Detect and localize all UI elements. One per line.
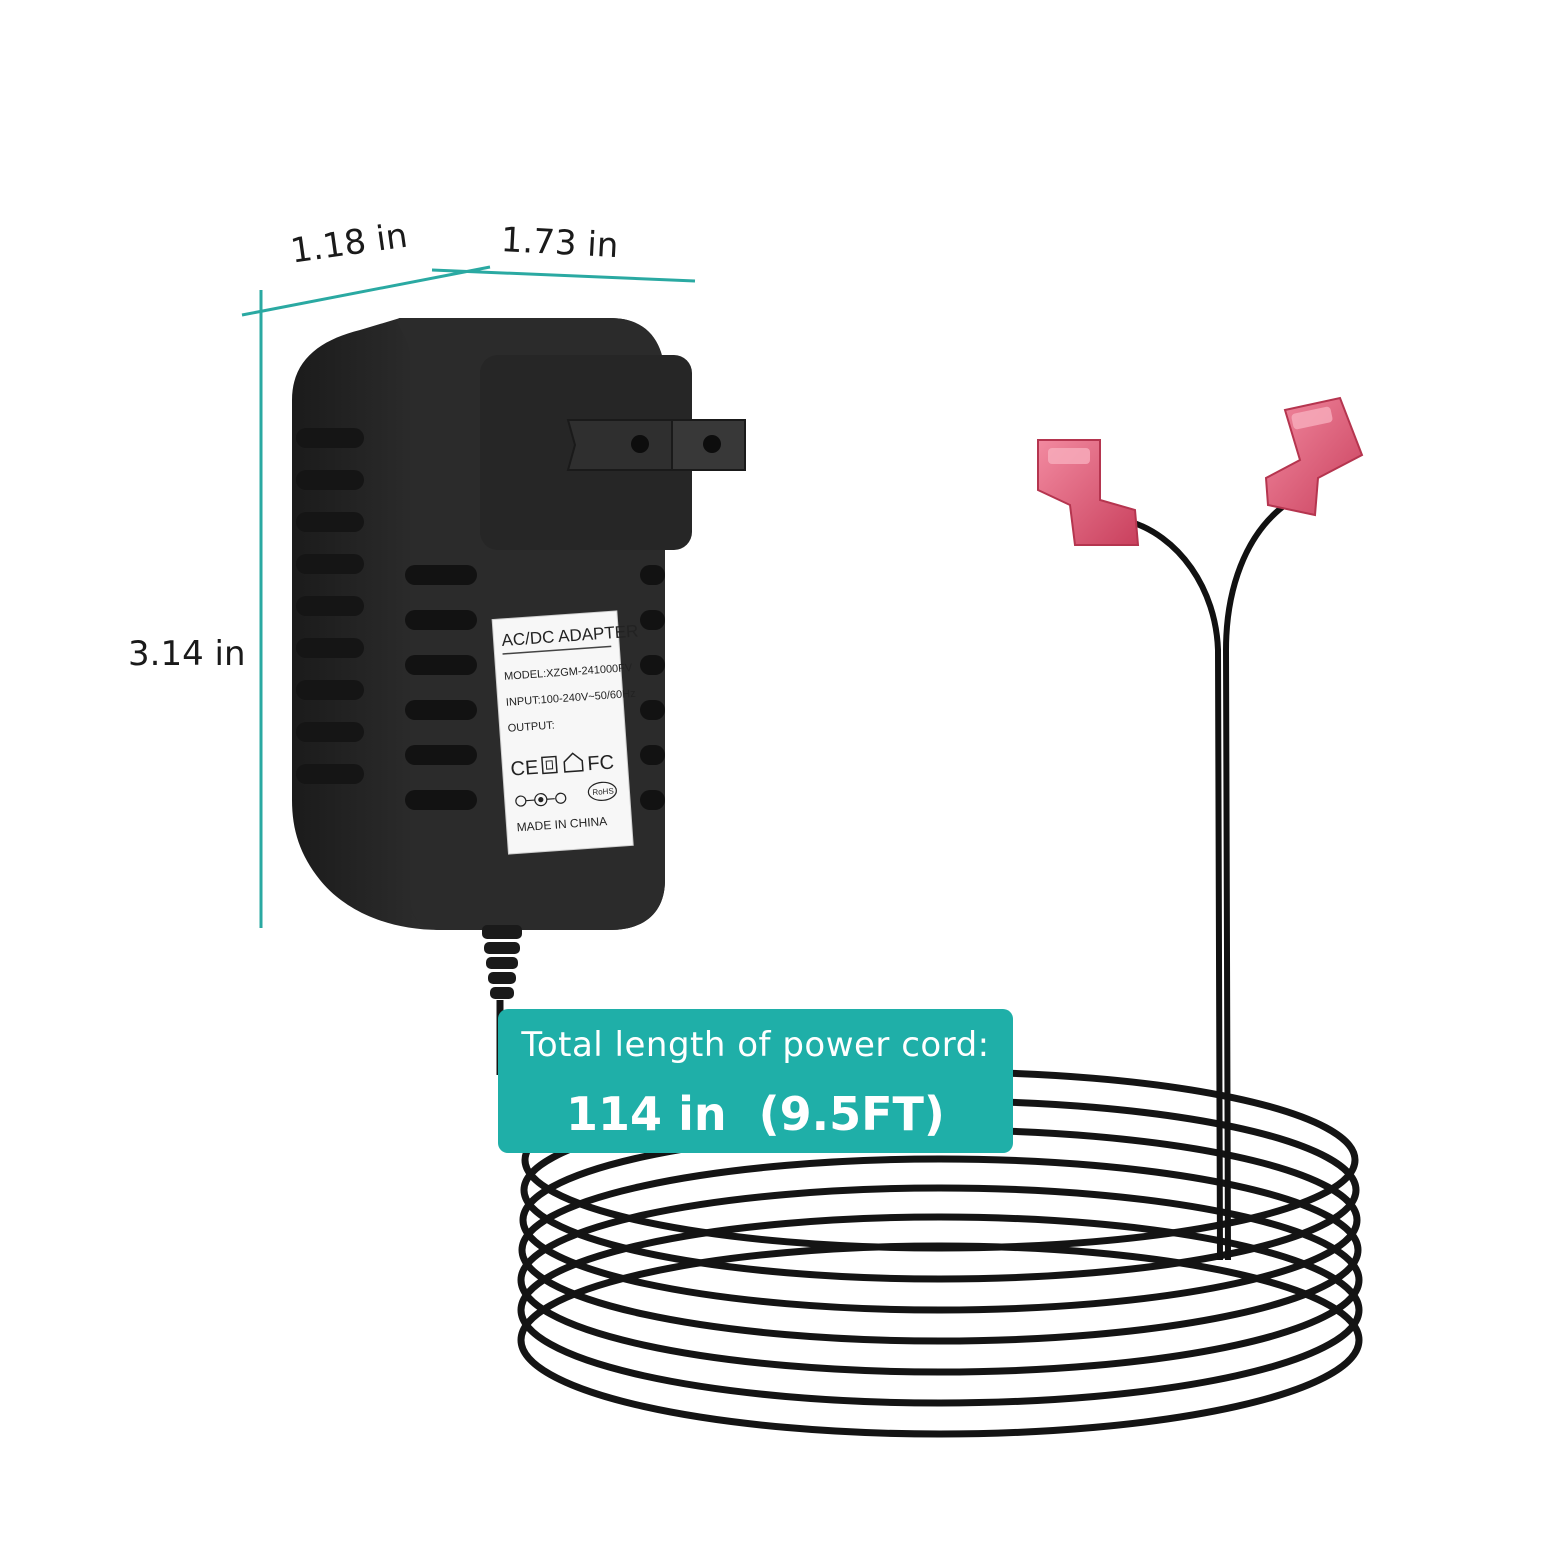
depth-dimension-label: 1.73 in [499, 220, 620, 267]
adapter-label: AC/DC ADAPTER MODEL:XZGM-241000FV INPUT:… [491, 610, 639, 855]
rohs-badge [587, 781, 617, 801]
label-fc-mark: FC [587, 751, 615, 775]
left-terminal [1037, 439, 1140, 546]
plug-prongs [566, 419, 746, 471]
adapter-body: AC/DC ADAPTER MODEL:XZGM-241000FV INPUT:… [292, 318, 746, 999]
right-terminal [1264, 396, 1364, 517]
width-dimension-line [241, 265, 491, 317]
label-origin: MADE IN CHINA [516, 814, 607, 834]
cord-length-caption: Total length of power cord: [521, 1025, 990, 1065]
polarity-icon [515, 792, 567, 807]
front-vents [405, 565, 665, 810]
double-insulation-icon [541, 755, 558, 775]
terminal-leads [1124, 502, 1287, 1261]
depth-dimension-line [431, 268, 696, 283]
side-vents [296, 428, 364, 784]
strain-relief [482, 925, 522, 999]
label-ce-mark: CE [510, 757, 539, 781]
cord-length-value: 114 in (9.5FT) [566, 1087, 945, 1141]
cord-length-badge: Total length of power cord: 114 in (9.5F… [498, 1009, 1013, 1153]
label-rohs: RoHS [592, 787, 614, 797]
label-output: OUTPUT: [507, 720, 555, 735]
indoor-use-icon [563, 752, 584, 773]
height-dimension-label: 3.14 in [128, 634, 246, 674]
dimension-lines [241, 265, 696, 928]
